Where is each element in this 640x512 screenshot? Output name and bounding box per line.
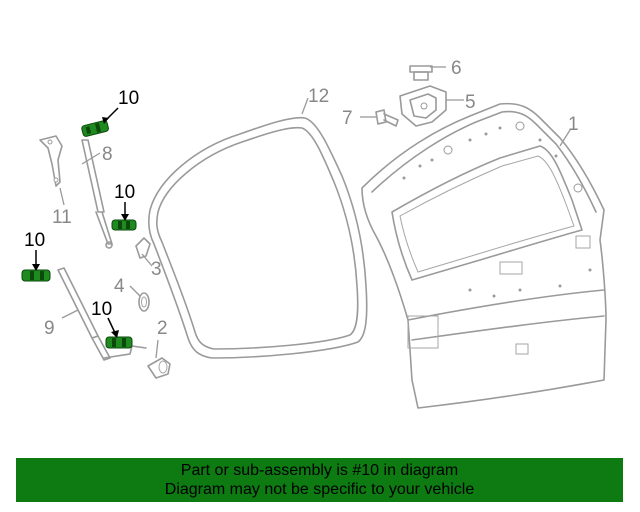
hinge-bracket (399, 85, 447, 127)
leader-lines (32, 66, 571, 359)
ball-stud-lower-right (105, 336, 133, 349)
strut-cap (147, 357, 171, 379)
callout-10-upper-right: 10 (114, 182, 135, 203)
ball-stud-upper-left (81, 120, 109, 137)
banner-line-disclaimer: Diagram may not be specific to your vehi… (164, 481, 475, 498)
callout-10-lower-right: 10 (91, 299, 112, 320)
support-strut-lower (57, 267, 147, 361)
hinge-bolt (375, 109, 399, 127)
callout-6: 6 (451, 58, 462, 79)
callout-12: 12 (308, 86, 329, 107)
callout-10-upper-left: 10 (118, 88, 139, 109)
ball-stud-upper-right (111, 219, 137, 231)
callout-8: 8 (102, 144, 113, 165)
grommet (138, 292, 150, 312)
part-info-banner: Part or sub-assembly is #10 in diagram D… (16, 458, 623, 502)
callout-5: 5 (465, 92, 476, 113)
banner-line-part: Part or sub-assembly is #10 in diagram (180, 462, 459, 479)
parts-diagram: 1 2 3 4 5 6 7 8 9 11 12 10 10 10 10 (21, 58, 607, 409)
callout-7: 7 (342, 108, 353, 129)
support-strut-upper (81, 139, 113, 249)
ball-stud-lower-left (21, 269, 51, 282)
callout-11: 11 (52, 207, 72, 228)
callout-2: 2 (157, 318, 168, 339)
callout-3: 3 (151, 259, 162, 280)
callout-4: 4 (114, 276, 125, 297)
weatherstrip-seal (148, 116, 368, 359)
hinge-nut (409, 65, 433, 81)
liftgate-panel (361, 102, 607, 409)
callout-10-lower-left: 10 (24, 230, 45, 251)
strut-bracket (39, 135, 63, 187)
callout-1: 1 (568, 114, 579, 135)
callout-9: 9 (44, 318, 55, 339)
bumper-stop (135, 237, 151, 259)
